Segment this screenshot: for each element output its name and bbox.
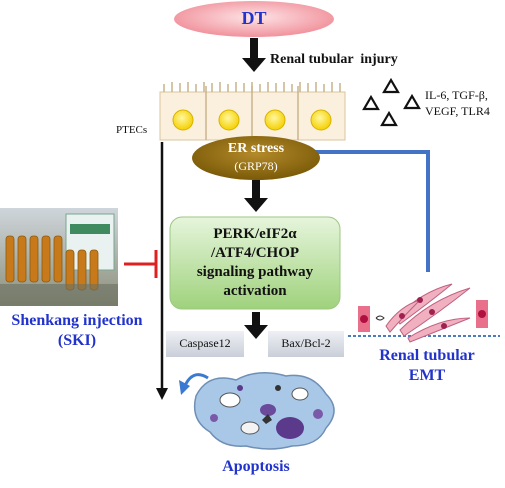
ski-label-line2: (SKI) bbox=[57, 332, 97, 349]
ptec-cell-layer bbox=[159, 82, 346, 141]
arrow-dt-to-cells bbox=[242, 38, 266, 72]
nucleus-2 bbox=[218, 109, 240, 131]
apoptotic-cell-icon bbox=[193, 372, 335, 450]
emt-cells-icon bbox=[348, 283, 500, 343]
cytokines-line1: IL-6, TGF-β, bbox=[425, 88, 488, 102]
ski-product-photo bbox=[0, 208, 118, 306]
arrow-pathway-to-effectors bbox=[244, 312, 268, 339]
apoptosis-label: Apoptosis bbox=[222, 458, 290, 475]
ski-label-line1: Shenkang injection bbox=[11, 312, 143, 329]
er-stress-node bbox=[192, 136, 320, 180]
pathway-line1: PERK/eIF2α bbox=[213, 226, 297, 242]
emt-label-line1: Renal tubular bbox=[379, 347, 475, 364]
nucleus-3 bbox=[264, 109, 286, 131]
dt-node bbox=[174, 1, 334, 37]
caspase12-label: Caspase12 bbox=[179, 336, 231, 350]
pathway-line3: signaling pathway bbox=[196, 264, 314, 280]
emt-label-line2: EMT bbox=[408, 367, 446, 384]
cytokine-triangles-icon bbox=[362, 77, 421, 127]
arrow-cells-to-apoptosis bbox=[156, 142, 168, 400]
nucleus-4 bbox=[310, 109, 332, 131]
er-stress-title: ER stress bbox=[227, 141, 285, 156]
arrow-er-to-emt bbox=[300, 150, 430, 272]
arrow-er-to-pathway bbox=[244, 180, 268, 212]
curved-arrow-icon bbox=[179, 373, 209, 395]
pathway-line4: activation bbox=[223, 283, 287, 299]
cytokines-line2: VEGF, TLR4 bbox=[425, 104, 490, 118]
pathway-box bbox=[169, 216, 341, 310]
caspase12-box bbox=[166, 331, 244, 357]
dt-label: DT bbox=[241, 8, 267, 28]
nucleus-1 bbox=[172, 109, 194, 131]
bax-bcl2-label: Bax/Bcl-2 bbox=[281, 336, 331, 350]
renal-injury-label: Renal tubular injury bbox=[270, 52, 398, 67]
er-stress-sub: (GRP78) bbox=[234, 159, 278, 173]
ptecs-label: PTECs bbox=[116, 124, 148, 136]
bax-bcl2-box bbox=[268, 331, 344, 357]
inhibition-bar-icon bbox=[124, 250, 158, 278]
pathway-line2: /ATF4/CHOP bbox=[210, 245, 300, 261]
